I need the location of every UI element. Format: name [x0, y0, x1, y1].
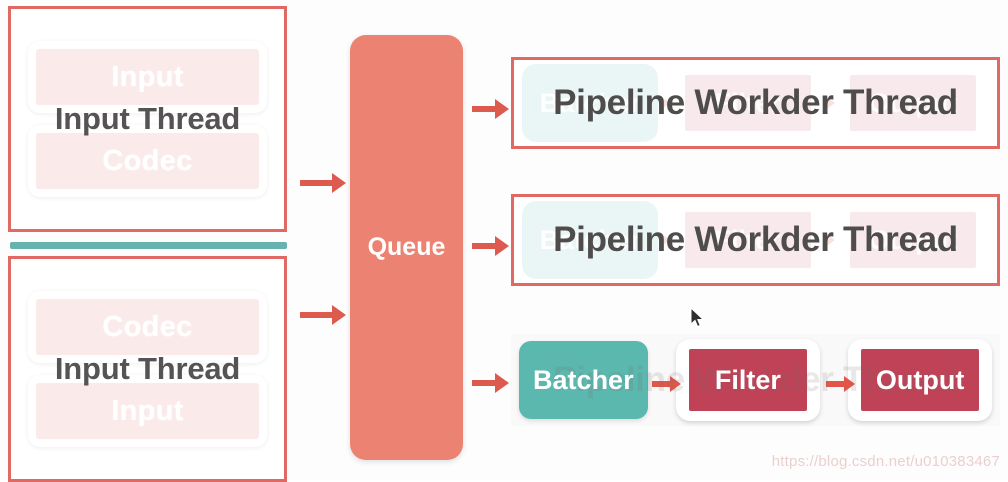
stage-fill: [36, 49, 259, 105]
stage-label: Batcher: [539, 87, 641, 118]
stage-label: Input: [111, 60, 184, 93]
stage-label: Output: [875, 364, 965, 395]
stage-input-1a[interactable]: Input: [28, 41, 267, 113]
stage-fill: [36, 133, 259, 189]
arrow-input-thread-1-to-queue: [300, 180, 333, 186]
stage-label: Filter: [714, 87, 781, 118]
stage-batcher-row1[interactable]: Batcher: [522, 64, 658, 142]
arrow-filter-output-row1: [825, 96, 836, 110]
stage-label: Output: [868, 87, 958, 118]
arrow-batcher-filter-row1: [659, 96, 670, 110]
arrow-queue-to-worker-1: [472, 106, 496, 112]
pipeline-worker-thread-row-1[interactable]: Batcher Filter Output Pipeline Workder T…: [511, 57, 1000, 149]
stage-fill: [36, 383, 259, 439]
stage-output-row1[interactable]: Output: [837, 64, 989, 142]
stage-codec-1b[interactable]: Codec: [28, 125, 267, 197]
stage-label: Codec: [102, 144, 193, 177]
arrow-queue-to-worker-3: [472, 380, 496, 386]
stage-batcher-row2[interactable]: Batcher: [522, 201, 658, 279]
stage-output-row2[interactable]: Output: [837, 201, 989, 279]
input-thread-group-2[interactable]: Codec Input Thread Input: [8, 256, 287, 482]
worker-row-1-stages: Batcher Filter Output: [514, 60, 997, 146]
stage-filter-row1[interactable]: Filter: [671, 64, 824, 142]
arrow-queue-to-worker-2: [472, 243, 496, 249]
input-thread-title-1: Input Thread: [54, 101, 241, 136]
stage-label: Filter: [714, 364, 781, 395]
stage-fill: [36, 299, 259, 355]
stage-label: Output: [868, 224, 958, 255]
pipeline-worker-thread-row-3[interactable]: Pipeline Workder Thread Batcher Filter O…: [511, 334, 1000, 426]
stage-fill: [850, 75, 976, 131]
stage-label: Batcher: [539, 224, 641, 255]
input-thread-group-1-body: Input Input Thread Codec: [20, 9, 275, 229]
stage-filter-row2[interactable]: Filter: [671, 201, 824, 279]
arrow-filter-output-row2: [825, 233, 836, 247]
thread-divider: [10, 242, 287, 249]
arrow-batcher-to-filter: [652, 381, 671, 387]
stage-fill: [861, 349, 979, 411]
arrow-input-thread-2-to-queue: [300, 312, 333, 318]
stage-batcher-row3[interactable]: Batcher: [519, 341, 648, 419]
stage-input-2b[interactable]: Input: [28, 375, 267, 447]
stage-filter-row3[interactable]: Filter: [676, 339, 820, 421]
pipeline-worker-thread-row-2[interactable]: Batcher Filter Output Pipeline Workder T…: [511, 194, 1000, 286]
stage-fill: [684, 212, 811, 268]
stage-codec-2a[interactable]: Codec: [28, 291, 267, 363]
stage-fill: [689, 349, 807, 411]
stage-fill: [850, 212, 976, 268]
input-thread-title-2: Input Thread: [54, 351, 241, 386]
stage-fill: [684, 75, 811, 131]
arrow-batcher-filter-row2: [659, 233, 670, 247]
worker-row-2-stages: Batcher Filter Output: [514, 197, 997, 283]
stage-label: Filter: [714, 224, 781, 255]
stage-label: Input: [111, 394, 184, 427]
arrow-filter-to-output: [826, 381, 845, 387]
worker-row-3-stages: Batcher Filter Output: [511, 334, 1000, 426]
queue-label: Queue: [367, 233, 446, 261]
queue-box[interactable]: Queue: [350, 35, 463, 460]
input-thread-group-2-body: Codec Input Thread Input: [20, 259, 275, 479]
input-thread-group-1[interactable]: Input Input Thread Codec: [8, 6, 287, 232]
watermark-text: https://blog.csdn.net/u010383467: [771, 453, 1000, 470]
mouse-cursor-icon: [690, 307, 705, 328]
stage-label: Codec: [102, 310, 193, 343]
stage-label: Batcher: [533, 364, 634, 395]
stage-output-row3[interactable]: Output: [848, 339, 992, 421]
